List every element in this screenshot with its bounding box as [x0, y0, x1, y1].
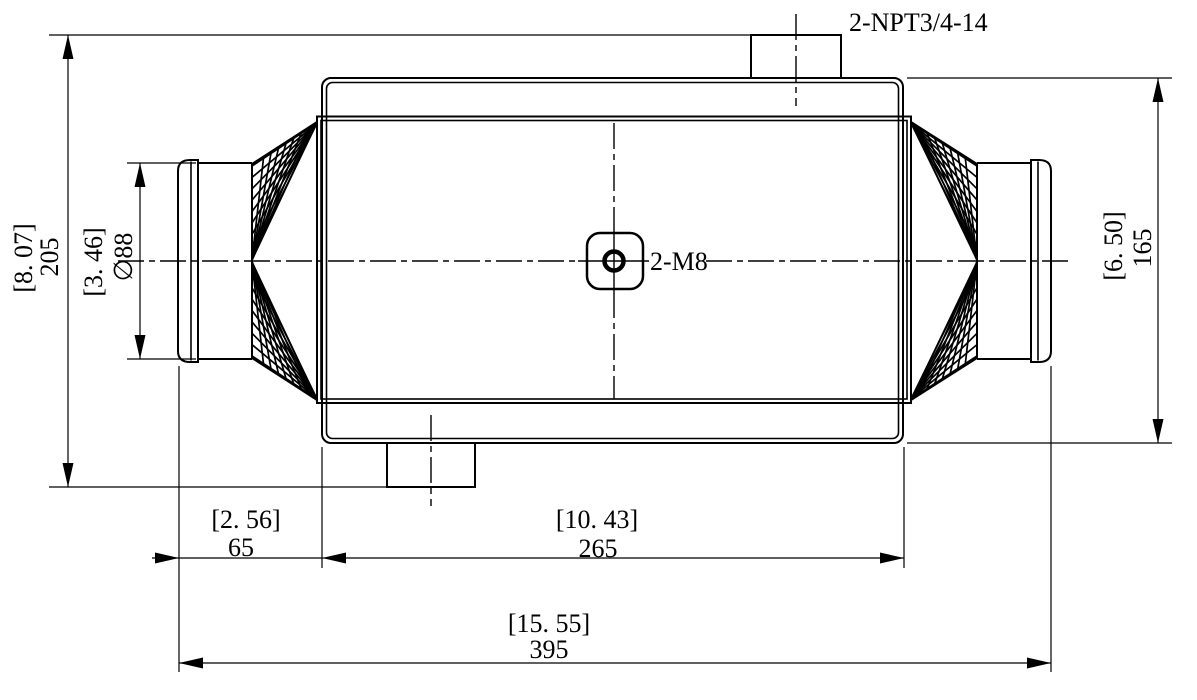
dim-shell-length-mm: 265 — [579, 534, 618, 563]
centerlines — [118, 123, 1072, 399]
arrowhead — [179, 657, 203, 669]
arrowhead — [134, 163, 146, 187]
dim-overall-height: [8. 07] 205 — [9, 35, 74, 487]
right-pipe-bead — [1030, 159, 1052, 363]
dim-overall-length: [15. 55] 395 — [179, 609, 1051, 669]
arrowhead — [880, 552, 904, 564]
arrowhead — [1152, 78, 1164, 102]
dim-pipe-diameter: [3. 46] ∅88 — [79, 163, 146, 359]
arrowhead — [62, 463, 74, 487]
body-outline — [316, 115, 912, 404]
dim-overall-height-inch: [8. 07] — [9, 223, 38, 292]
arrowhead — [155, 552, 179, 564]
dim-shell-height: [6. 50] 165 — [1099, 78, 1164, 443]
arrowhead — [62, 35, 74, 59]
dim-pipe-diameter-mm: ∅88 — [109, 233, 138, 282]
dim-pipe-overhang-and-shell-length: [2. 56] 65 [10. 43] 265 — [152, 505, 904, 564]
extension-lines — [49, 34, 1172, 672]
dim-overall-length-mm: 395 — [530, 635, 569, 664]
dim-overall-length-inch: [15. 55] — [508, 609, 590, 638]
dim-shell-height-inch: [6. 50] — [1099, 211, 1128, 280]
dim-overall-height-mm: 205 — [35, 238, 64, 277]
left-pipe-bead — [177, 159, 199, 363]
dim-shell-length-inch: [10. 43] — [556, 505, 638, 534]
cone-mesh-hatching — [251, 121, 978, 401]
boss-thread-label: 2-M8 — [650, 247, 708, 276]
dim-shell-height-mm: 165 — [1128, 229, 1157, 268]
port-thread-label: 2-NPT3/4-14 — [849, 8, 988, 37]
arrowhead — [322, 552, 346, 564]
arrowhead — [1152, 419, 1164, 443]
arrowhead — [1027, 657, 1051, 669]
top-port — [750, 14, 842, 106]
bottom-port — [386, 415, 476, 506]
bottom-port-outline — [386, 443, 476, 488]
dim-pipe-overhang-inch: [2. 56] — [211, 505, 280, 534]
dim-pipe-overhang-mm: 65 — [228, 533, 254, 562]
arrowhead — [134, 335, 146, 359]
dim-pipe-diameter-inch: [3. 46] — [79, 227, 108, 296]
